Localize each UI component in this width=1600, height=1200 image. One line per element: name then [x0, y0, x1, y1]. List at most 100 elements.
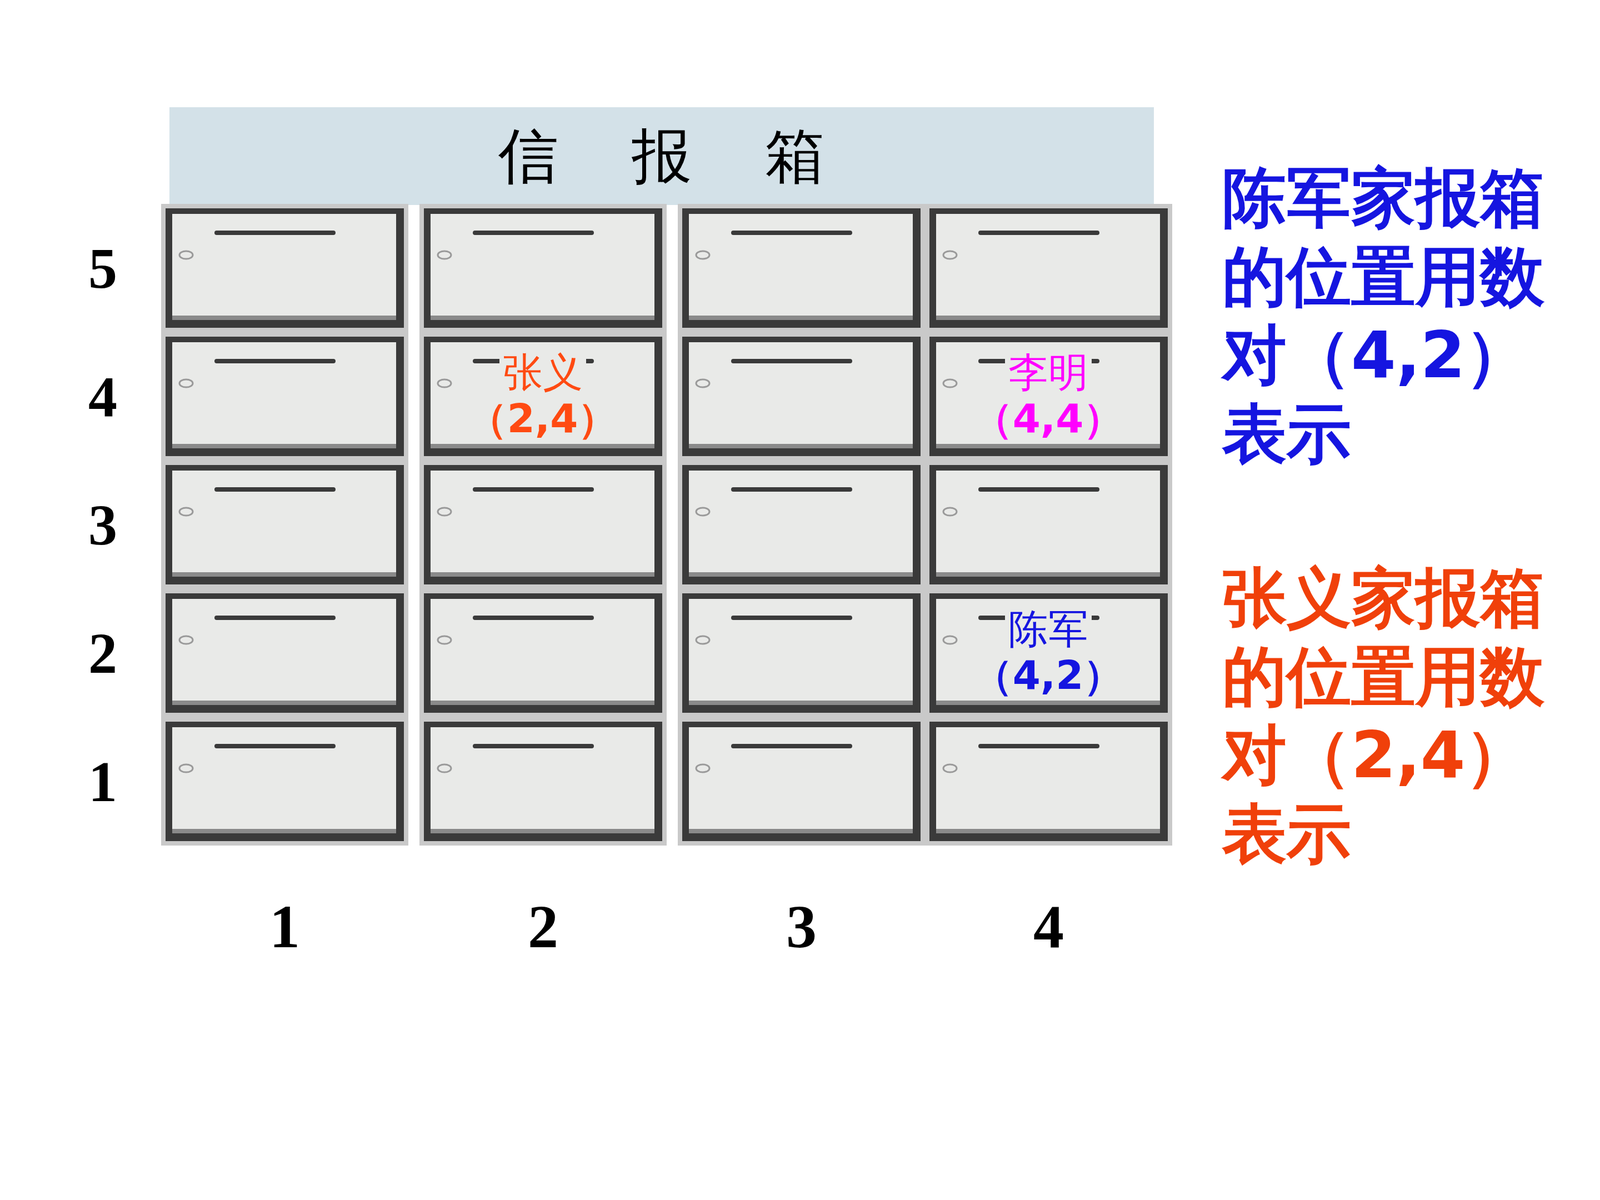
- mailbox-frame: [925, 460, 1173, 589]
- title-band: 信 报 箱: [169, 107, 1154, 205]
- mailbox-shadow: [936, 315, 1160, 320]
- owner-name: 陈军: [1005, 606, 1092, 653]
- mailbox-shadow: [172, 700, 397, 705]
- row-number: 4: [88, 367, 118, 426]
- keyhole: [179, 251, 193, 259]
- keyhole: [943, 764, 957, 773]
- mailbox-shadow: [688, 443, 913, 449]
- mail-slot: [733, 615, 850, 620]
- mailbox-frame: [161, 588, 409, 718]
- mailbox-door-edge: [423, 336, 663, 457]
- mailbox-shadow: [172, 828, 397, 834]
- keyhole: [437, 764, 452, 773]
- mailbox-frame: [925, 717, 1173, 846]
- mail-slot: [475, 615, 592, 620]
- mailbox-shadow: [430, 828, 655, 834]
- mail-slot: [216, 487, 334, 492]
- mailbox-door: [936, 727, 1160, 834]
- mailbox-frame: [419, 588, 667, 718]
- mailbox-frame: [161, 717, 409, 846]
- title-text: 信 报 箱: [495, 121, 828, 191]
- keyhole: [943, 379, 957, 388]
- mailbox-door: [936, 342, 1160, 449]
- keyhole: [943, 507, 957, 516]
- mailbox: 张义（2,4）: [430, 342, 655, 449]
- mailbox-door: [172, 213, 397, 320]
- mailbox-door-edge: [929, 593, 1168, 713]
- mailbox-door-edge: [423, 208, 663, 328]
- title-band: [169, 107, 1154, 205]
- mailbox-shadow: [172, 443, 397, 449]
- mailbox-shadow: [430, 443, 655, 449]
- mailbox-frame: [419, 332, 667, 461]
- mailbox: 陈军（4,2）: [936, 598, 1160, 705]
- mailbox-frame: [161, 460, 409, 589]
- mail-slot: [216, 230, 334, 235]
- row-number: 5: [88, 239, 118, 298]
- mailbox-frame: [925, 203, 1173, 333]
- mail-slot: [980, 230, 1098, 235]
- mailbox-shadow: [430, 700, 655, 705]
- mail-slot: [475, 230, 592, 235]
- mailbox-door: [688, 342, 913, 449]
- mailbox: 李明（4,4）: [936, 342, 1160, 449]
- mail-slot: [980, 743, 1098, 749]
- mailbox-frame: [419, 460, 667, 589]
- mailbox-door-edge: [423, 721, 663, 842]
- keyhole: [696, 507, 710, 516]
- mailbox-shadow: [936, 443, 1160, 449]
- mailbox-shadow: [936, 572, 1160, 577]
- mailbox-frame: [419, 717, 667, 846]
- mail-slot: [475, 743, 592, 749]
- keyhole: [179, 764, 193, 773]
- mailbox-door: [172, 470, 397, 577]
- mailbox-frame: [677, 332, 925, 461]
- mail-slot: [216, 358, 334, 364]
- mailbox-door-edge: [423, 593, 663, 713]
- mailbox-door: [688, 213, 913, 320]
- mailbox-door: [936, 470, 1160, 577]
- explanation-text: 陈军家报箱的位置用数对（4,2）表示: [1222, 158, 1578, 473]
- row-number: 1: [88, 752, 118, 811]
- column-number: 1: [269, 896, 300, 958]
- mailbox-door-edge: [165, 336, 404, 457]
- mail-slot: [980, 487, 1098, 492]
- mail-slot: [475, 487, 592, 492]
- mailbox-door: [430, 213, 655, 320]
- mailbox-frame: [677, 460, 925, 589]
- mailbox-door-edge: [682, 336, 921, 457]
- mailbox-shadow: [430, 572, 655, 577]
- mailbox-shadow: [688, 828, 913, 834]
- mailbox-shadow: [430, 315, 655, 320]
- keyhole: [437, 251, 452, 259]
- keyhole: [437, 636, 452, 644]
- mailbox-shadow: [936, 700, 1160, 705]
- mailbox-door-edge: [165, 593, 404, 713]
- keyhole: [696, 251, 710, 259]
- keyhole: [179, 507, 193, 516]
- column-number: 2: [527, 896, 559, 958]
- mailbox-frame: [419, 203, 667, 333]
- keyhole: [943, 251, 957, 259]
- owner-name: 李明: [1005, 349, 1092, 396]
- mailbox-frame: [161, 203, 409, 333]
- mailbox-door: [688, 598, 913, 705]
- row-number: 3: [88, 496, 118, 554]
- owner-name: 张义: [499, 349, 587, 396]
- mailbox-door: [172, 342, 397, 449]
- coordinate-pair: （4,2）: [969, 652, 1128, 699]
- mailbox-frame: [677, 717, 925, 846]
- mailbox-door: [172, 598, 397, 705]
- mailbox-frame: [161, 332, 409, 461]
- keyhole: [179, 636, 193, 644]
- mail-slot: [733, 230, 850, 235]
- mail-slot: [733, 743, 850, 749]
- row-number: 2: [88, 624, 118, 683]
- mailbox-door-edge: [682, 465, 921, 585]
- keyhole: [179, 379, 193, 388]
- mailbox-door-edge: [929, 465, 1168, 585]
- mail-slot: [216, 743, 334, 749]
- keyhole: [696, 636, 710, 644]
- mailbox-door-edge: [682, 208, 921, 328]
- mailbox-door-edge: [682, 721, 921, 842]
